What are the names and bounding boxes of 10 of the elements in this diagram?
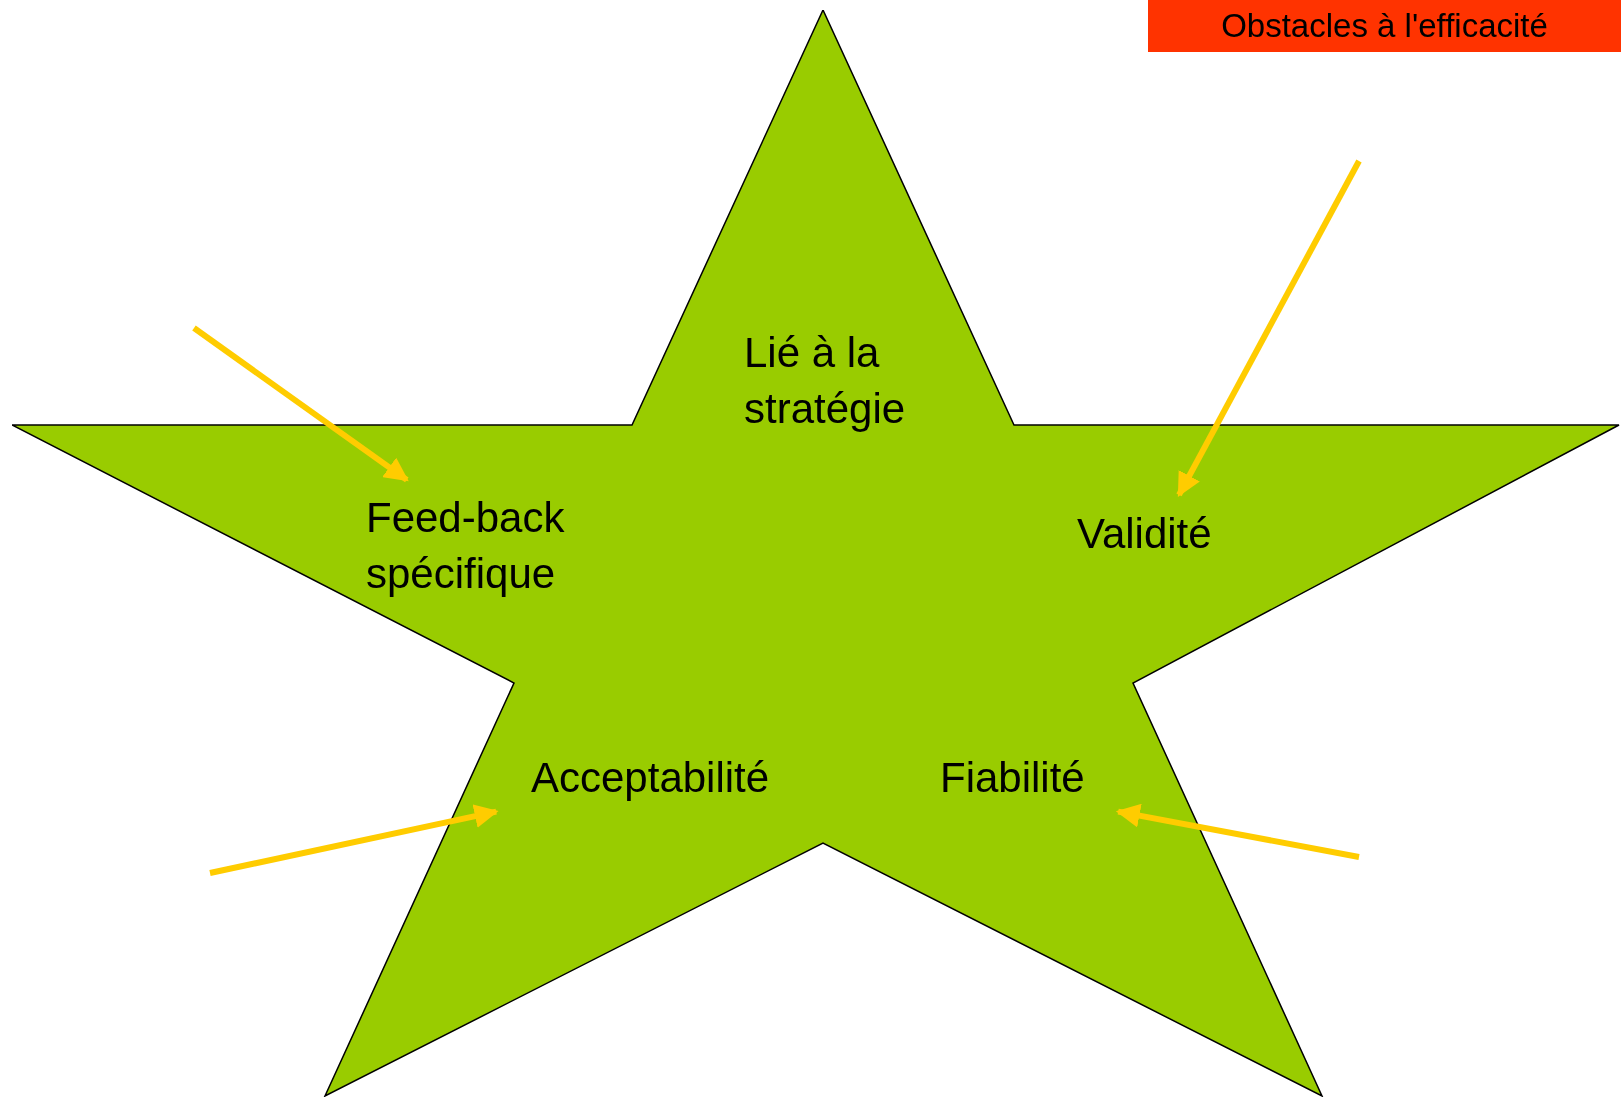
title-banner: Obstacles à l'efficacité [1148, 0, 1621, 52]
arrow [209, 804, 499, 876]
star-text: Acceptabilité [531, 750, 821, 806]
star-text: Validité [1077, 506, 1247, 562]
star-text: Feed-back spécifique [366, 490, 606, 602]
star-text: Lié à la stratégie [744, 325, 954, 437]
arrow [1115, 803, 1360, 860]
arrow [1176, 159, 1362, 497]
star-text: Fiabilité [940, 750, 1120, 806]
arrow [192, 325, 409, 483]
